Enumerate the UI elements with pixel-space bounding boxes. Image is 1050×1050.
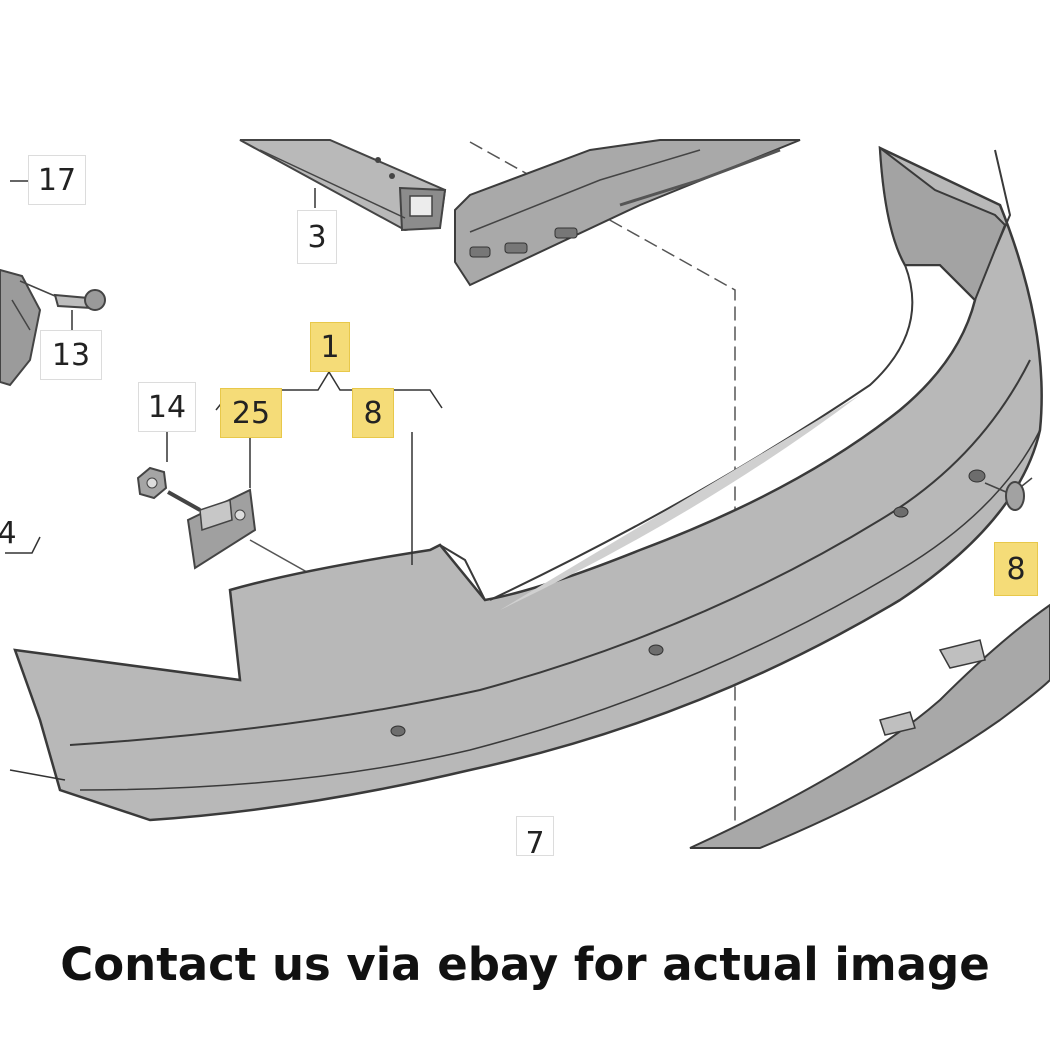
bolt-part bbox=[19, 280, 106, 311]
sensor-cap-part bbox=[984, 477, 1033, 511]
side-bracket-part bbox=[0, 268, 42, 387]
callout-1-highlighted[interactable]: 1 bbox=[310, 322, 350, 372]
callout-8-cap-highlighted[interactable]: 8 bbox=[994, 542, 1038, 596]
bumper-cover-part bbox=[13, 145, 1043, 822]
callout-17[interactable]: 17 bbox=[28, 155, 86, 205]
bumper-guide-part bbox=[186, 488, 331, 586]
contact-caption: Contact us via ebay for actual image bbox=[60, 938, 990, 991]
bumper-carrier-bar-part bbox=[454, 139, 801, 287]
callout-25-highlighted[interactable]: 25 bbox=[220, 388, 282, 438]
callout-14[interactable]: 14 bbox=[138, 382, 196, 432]
callout-13[interactable]: 13 bbox=[40, 330, 102, 380]
reinforcement-tube-part bbox=[239, 139, 447, 232]
lower-trim-part bbox=[689, 603, 1050, 849]
nut-part bbox=[136, 466, 201, 512]
callout-7[interactable]: 7 bbox=[516, 816, 554, 861]
exploded-parts-diagram: 17 3 13 1 14 25 8 4 8 7 bbox=[0, 139, 1050, 861]
diagram-artwork bbox=[0, 139, 1050, 849]
callout-8-highlighted[interactable]: 8 bbox=[352, 388, 394, 438]
callout-3[interactable]: 3 bbox=[297, 210, 337, 264]
callout-4[interactable]: 4 bbox=[0, 516, 17, 551]
